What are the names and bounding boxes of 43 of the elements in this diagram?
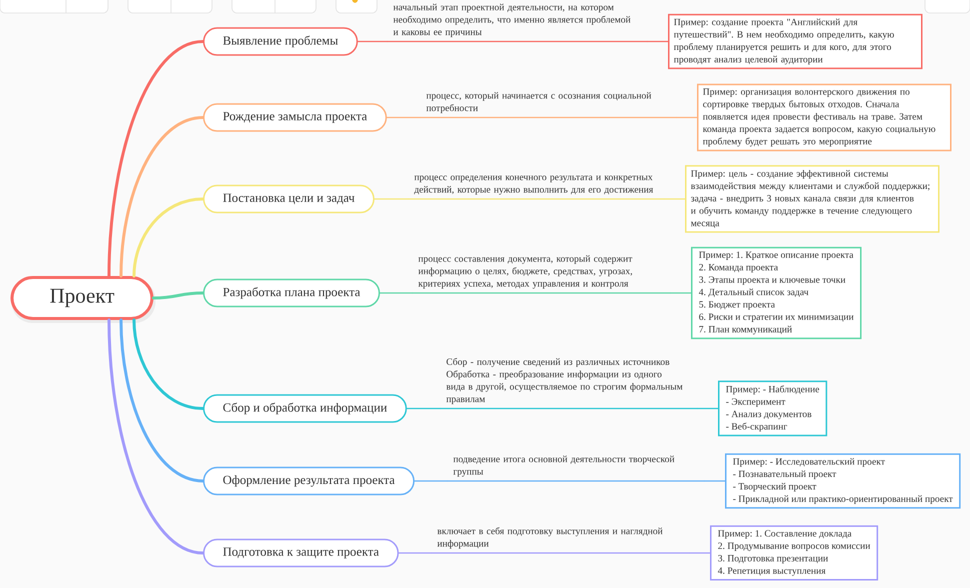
description-text: включает в себя подготовку выступления и наглядной информации [431, 527, 690, 554]
connector-line [688, 552, 711, 554]
topic-box: Выявление проблемы [203, 27, 358, 56]
description-text: подведение итога основной деятельности творческой группы [447, 456, 704, 482]
example-box: Пример: организация волонтерского движения по сортировке твердых бытовых отходов. Сначала появляется идея провести фестиваль на траве. Затем команда проекта задается вопросом, какую социальную проблему будет решать это мероприятие [697, 84, 952, 152]
description-text: процесс, который начинается с осознания социальной потребности [420, 92, 676, 118]
connector-line [108, 318, 204, 554]
connector-line [132, 198, 204, 278]
example-box: Пример: 1. Краткое описание проекта 2. Команда проекта 3. Этапы проекта и ключевые точки 4. Детальный список задач 5. Бюджет проекта 6. Риски и стратегии их минимизации 7. План коммуникаций [691, 246, 862, 340]
connector-line [108, 40, 204, 278]
example-box: Пример: цель - создание эффективной системы взаимодействия между клиентами и службой поддержки; задача - внедрить 3 новых канала связи для клиентов и обучить команду поддержке в течение следующего месяца [685, 165, 940, 233]
topic-box: Постановка цели и задач [203, 184, 374, 214]
topic-box: Оформление результата проекта [203, 466, 415, 496]
connector-line [398, 552, 432, 554]
example-box: Пример: - Наблюдение - Эксперимент - Анализ документов - Веб-скрапинг [718, 380, 828, 436]
root-topic-box: Проект [10, 276, 156, 323]
connector-line [696, 408, 719, 410]
connector-line [386, 116, 421, 118]
connector-line [152, 292, 204, 300]
example-box: Пример: - Исследовательский проект - Познавательный проект - Творческий проект - Прикладной или практико-ориентированный проект [725, 453, 961, 509]
connector-line [120, 318, 204, 482]
connector-line [676, 116, 698, 118]
example-box: Пример: создание проекта "Английский для путешествий". В нем необходимо определить, какую проблему планируется решить и для кого, для этого проводят анализ целевой аудитории [668, 14, 922, 70]
connector-line [379, 292, 413, 294]
topic-box: Рождение замысла проекта [203, 103, 387, 132]
topic-box: Сбор и обработка информации [203, 394, 407, 423]
connector-line [670, 292, 692, 294]
topic-box: Подготовка к защите проекта [203, 538, 399, 568]
connector-line [120, 116, 204, 278]
topic-box: Разработка плана проекта [203, 278, 380, 308]
connector-line [414, 480, 448, 482]
description-text: процесс составления документа, который содержит информацию о целях, бюджете, средствах, угрозах, критериях успеха, методах управления и контроля [412, 255, 670, 294]
connector-line [646, 40, 669, 42]
connector-line [132, 318, 204, 410]
connector-line [664, 198, 686, 200]
connector-line [406, 408, 441, 410]
connector-line [704, 480, 726, 482]
connector-line [374, 198, 409, 200]
example-box: Пример: 1. Составление доклада 2. Продумывание вопросов комиссии 3. Подготовка презентации 4. Репетиция выступления [710, 525, 878, 581]
description-text: начальный этап проектной деятельности, на котором необходимо определить, что именно является проблемой и каковы ее причины [387, 4, 648, 42]
description-text: Сбор - получение сведений из различных источников Обработка - преобразование информации из одного вида в другой, осуществляемое по строгим формальным правилам [440, 358, 698, 410]
connector-line [357, 40, 388, 42]
description-text: процесс определения конечного результата и конкретных действий, которые нужно выполнить для его достижения [408, 176, 664, 200]
